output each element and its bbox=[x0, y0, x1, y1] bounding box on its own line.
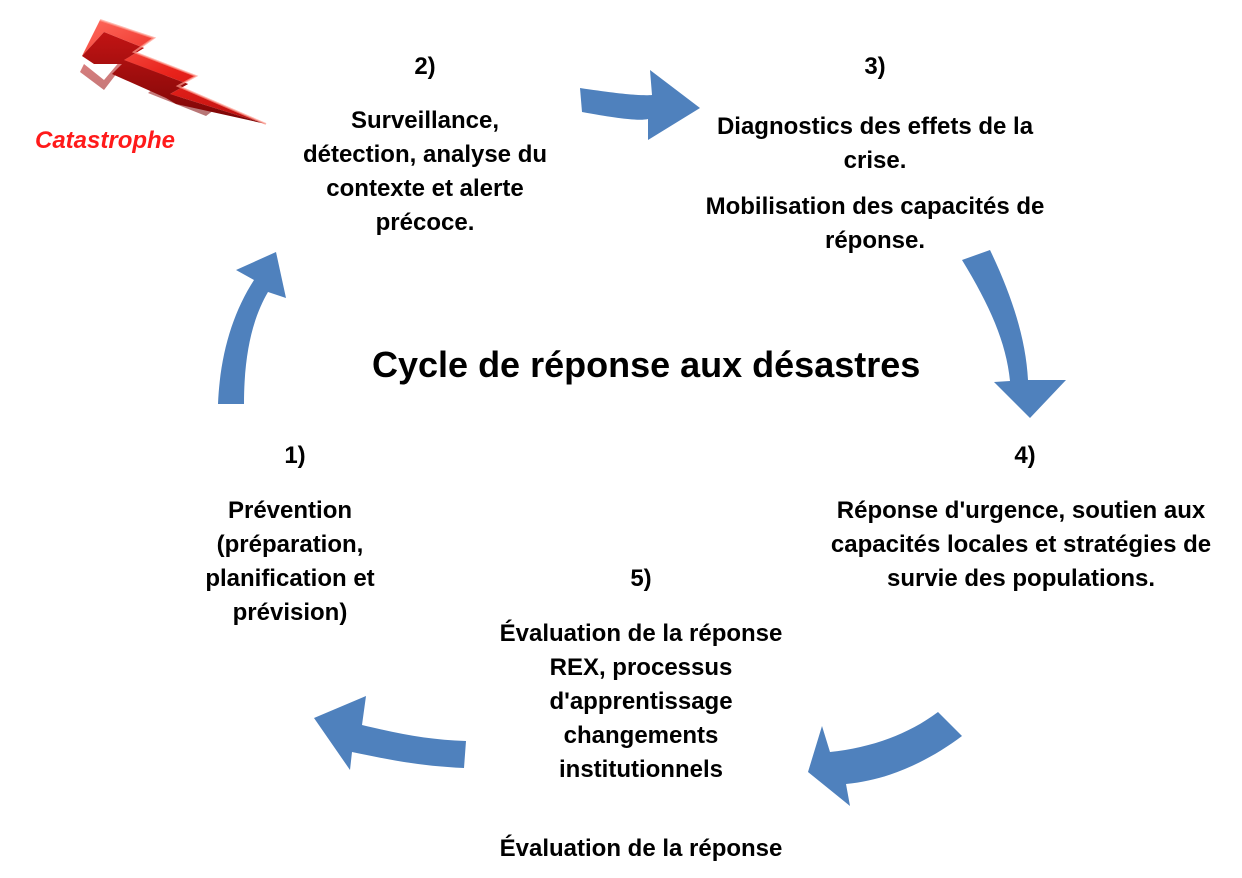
step1-line: planification et bbox=[205, 565, 375, 592]
step3-line: crise. bbox=[843, 147, 907, 174]
step5-number: 5) bbox=[630, 565, 652, 592]
step4-line: survie des populations. bbox=[886, 565, 1156, 592]
step2-description: Surveillance, détection, analyse du cont… bbox=[255, 104, 595, 240]
step5-line: d'apprentissage bbox=[549, 688, 733, 715]
step3-description: Diagnostics des effets de la crise. Mobi… bbox=[665, 110, 1085, 258]
step3-line: réponse. bbox=[824, 227, 926, 254]
step2-number: 2) bbox=[414, 53, 436, 80]
bottom-evaluation-label: Évaluation de la réponse bbox=[499, 835, 783, 862]
step3-number: 3) bbox=[864, 53, 886, 80]
step1-number: 1) bbox=[284, 442, 306, 469]
step5-line: institutionnels bbox=[559, 756, 723, 783]
arrow-step5-to-step1 bbox=[314, 696, 466, 770]
step2-line: précoce. bbox=[375, 209, 475, 236]
step5-description: Évaluation de la réponse REX, processus … bbox=[461, 617, 821, 787]
step5-line: Évaluation de la réponse bbox=[499, 620, 783, 647]
arrow-step1-to-step2 bbox=[218, 252, 286, 404]
arrow-step3-to-step4 bbox=[962, 250, 1066, 418]
diagram-title: Cycle de réponse aux désastres bbox=[372, 344, 921, 385]
step4-line: capacités locales et stratégies de bbox=[830, 531, 1212, 558]
step1-description: Prévention (préparation, planification e… bbox=[150, 494, 430, 630]
step3-spacer bbox=[665, 178, 1085, 190]
step4-number: 4) bbox=[1014, 442, 1036, 469]
arrow-step4-to-step5 bbox=[808, 712, 962, 806]
step5-line: changements bbox=[563, 722, 719, 749]
step3-line: Diagnostics des effets de la bbox=[716, 113, 1034, 140]
step4-description: Réponse d'urgence, soutien aux capacités… bbox=[800, 494, 1242, 596]
step3-line: Mobilisation des capacités de bbox=[705, 193, 1045, 220]
step5-line: REX, processus bbox=[549, 654, 733, 681]
step1-line: (préparation, bbox=[216, 531, 364, 558]
arrow-step2-to-step3 bbox=[580, 70, 700, 140]
step2-line: Surveillance, bbox=[350, 107, 500, 134]
step1-line: prévision) bbox=[232, 599, 348, 626]
step1-line: Prévention bbox=[227, 497, 353, 524]
step2-line: détection, analyse du bbox=[302, 141, 548, 168]
lightning-bolt-icon bbox=[80, 19, 267, 125]
step4-line: Réponse d'urgence, soutien aux bbox=[836, 497, 1206, 524]
catastrophe-label: Catastrophe bbox=[35, 127, 176, 154]
step2-line: contexte et alerte bbox=[326, 175, 524, 202]
